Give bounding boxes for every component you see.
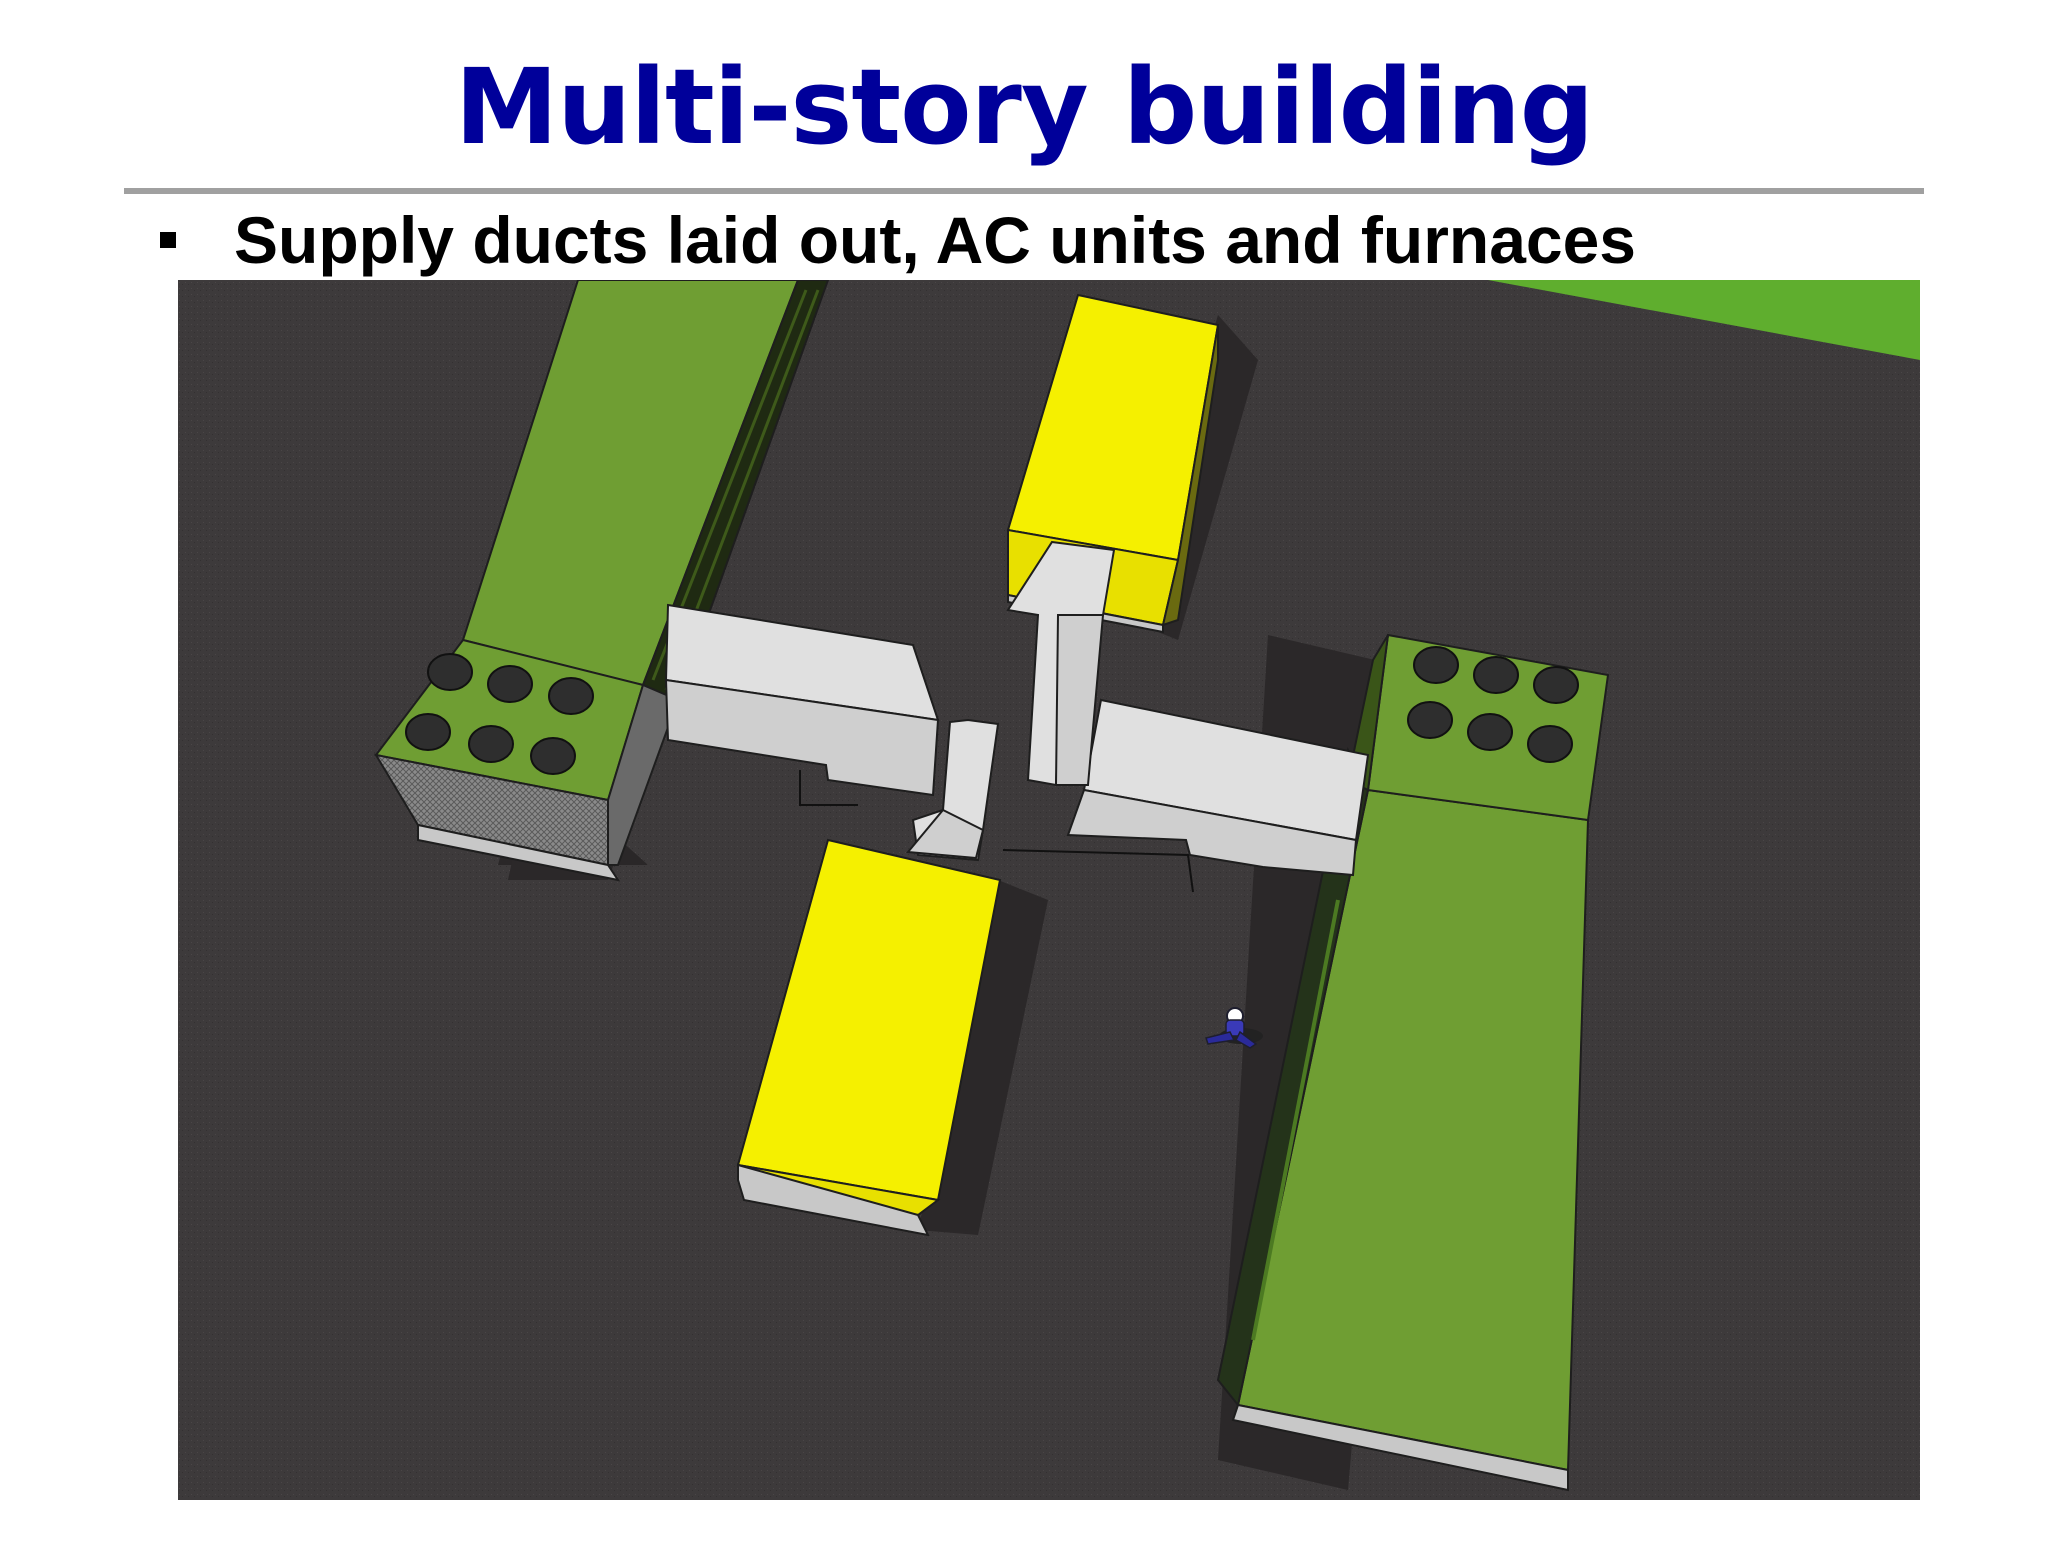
- supply-ducts: [664, 540, 1370, 893]
- scene-illustration: [178, 280, 1920, 1500]
- page-title: Multi-story building: [454, 46, 1594, 168]
- ac-unit-left: [373, 280, 830, 882]
- bullet-item: Supply ducts laid out, AC units and furn…: [160, 200, 1636, 280]
- bullet-text: Supply ducts laid out, AC units and furn…: [234, 203, 1637, 277]
- bullet-square-icon: [160, 232, 176, 248]
- person-figure: [1205, 1007, 1263, 1049]
- building-3d-render: [178, 280, 1920, 1500]
- furnace-bottom: [736, 838, 1048, 1237]
- title-divider: [124, 188, 1924, 194]
- grass-patch: [1488, 280, 1920, 360]
